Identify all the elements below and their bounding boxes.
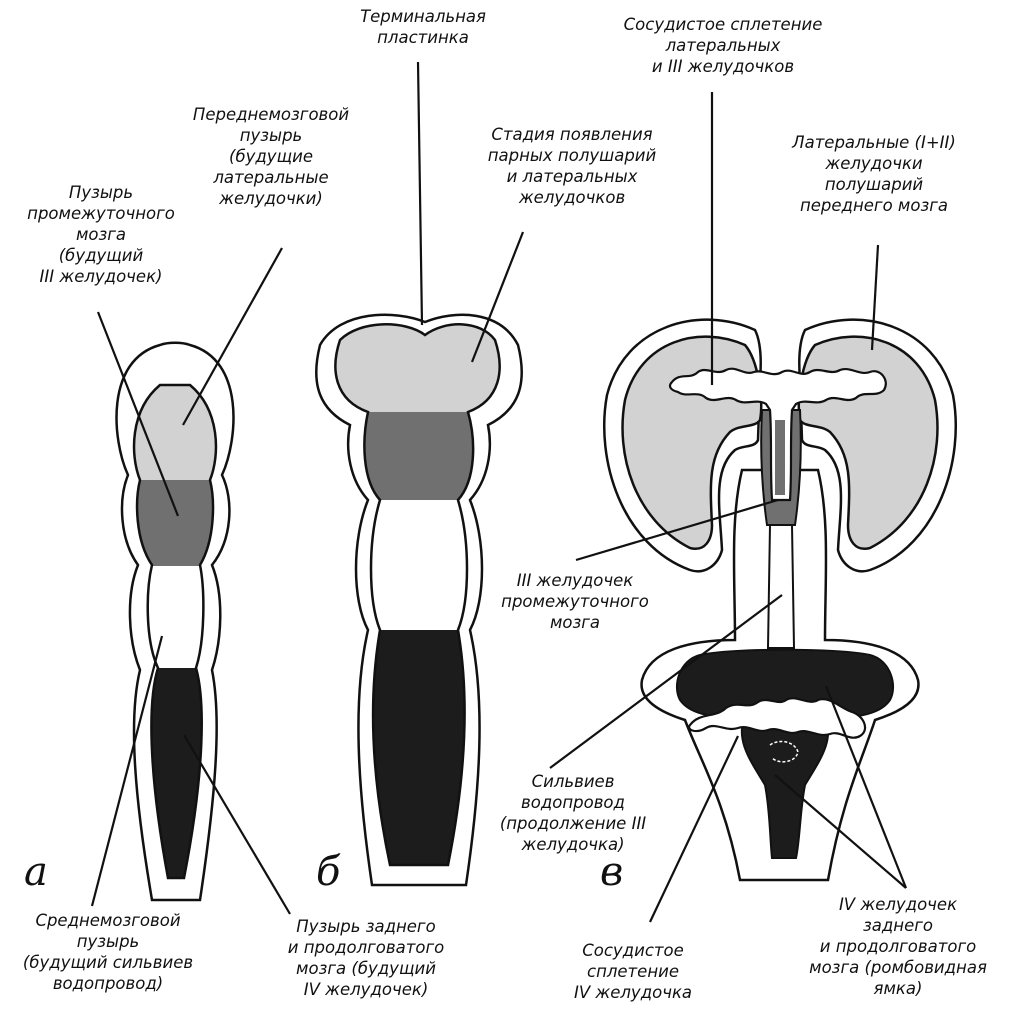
panel-letter-a: а	[24, 852, 48, 892]
label-hemispheres-stage: Стадия появления парных полушарий и лате…	[472, 124, 672, 208]
panel-b-midbrain-region	[320, 500, 520, 630]
panel-letter-c: в	[600, 852, 623, 892]
label-forebrain-vesicle: Переднемозговой пузырь (будущие латераль…	[176, 104, 366, 209]
label-terminal-plate: Терминальная пластинка	[338, 6, 508, 48]
label-fourth-ventricle: IV желудочек заднего и продолговатого мо…	[798, 894, 998, 999]
label-third-ventricle: III желудочек промежуточного мозга	[500, 570, 650, 633]
label-choroid-plexus-iv: Сосудистое сплетение IV желудочка	[548, 940, 718, 1003]
label-choroid-plexus-lateral-iii: Сосудистое сплетение латеральных и III ж…	[608, 14, 838, 77]
panel-c-sylvian-aqueduct	[768, 525, 794, 648]
panel-letter-b: б	[316, 852, 340, 892]
label-midbrain-vesicle: Среднемозговой пузырь (будущий сильвиев …	[8, 910, 208, 994]
label-sylvian-aqueduct: Сильвиев водопровод (продолжение III жел…	[478, 771, 668, 855]
leader-terminal-plate	[418, 62, 422, 325]
panel-a-hindbrain-region	[100, 668, 240, 888]
label-lateral-ventricles: Латеральные (I+II) желудочки полушарий п…	[764, 132, 984, 216]
label-diencephalon-vesicle: Пузырь промежуточного мозга (будущий III…	[6, 182, 196, 287]
panel-a-drawing	[100, 343, 240, 900]
label-hindbrain-vesicle: Пузырь заднего и продолговатого мозга (б…	[266, 916, 466, 1000]
